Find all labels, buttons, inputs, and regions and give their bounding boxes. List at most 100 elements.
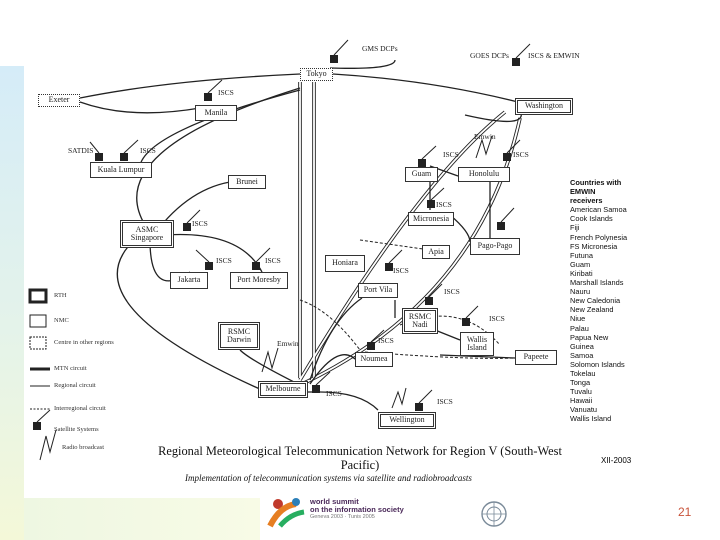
country-item: Vanuatu <box>570 405 597 415</box>
countries-heading-3: receivers <box>570 196 603 206</box>
node-wallis-line2: Island <box>467 343 487 352</box>
node-noumea-label: Noumea <box>360 354 388 364</box>
node-tokyo: Tokyo <box>300 68 333 81</box>
label-goes-dcps: GOES DCPs <box>470 51 509 60</box>
label-iscs-manila: ISCS <box>218 88 234 97</box>
node-jakarta: Jakarta <box>170 272 208 289</box>
countries-heading-1: Countries with <box>570 178 622 187</box>
country-item: Niue <box>570 314 586 324</box>
country-item: Marshall Islands <box>570 278 624 288</box>
legend-rth: RTH <box>54 292 67 299</box>
label-iscs-kl: ISCS <box>140 146 156 155</box>
node-wellington-label: Wellington <box>389 415 425 425</box>
node-melbourne: Melbourne <box>258 381 308 398</box>
country-item: Futuna <box>570 250 594 260</box>
node-kuala-lumpur: Kuala Lumpur <box>90 162 152 178</box>
wsis-line1: world summit <box>310 497 359 506</box>
node-pago-pago-label: Pago-Pago <box>477 241 513 251</box>
node-honolulu-label: Honolulu <box>468 169 500 179</box>
node-port-moresby: Port Moresby <box>230 272 288 289</box>
wsis-line2: on the information society <box>310 505 404 514</box>
emwin-countries-list: Countries with EMWIN receivers American … <box>570 178 648 440</box>
label-iscs-guam: ISCS <box>443 150 459 159</box>
node-rsmc-darwin-line1: RSMC <box>227 326 251 336</box>
label-gms-dcps: GMS DCPs <box>362 44 398 53</box>
node-apia: Apia <box>422 245 450 259</box>
node-pago-pago: Pago-Pago <box>470 238 520 255</box>
country-item: Samoa <box>570 350 594 360</box>
node-melbourne-label: Melbourne <box>265 384 301 394</box>
node-guam-label: Guam <box>411 169 432 179</box>
node-papeete: Papeete <box>515 350 557 365</box>
label-iscs-nadi: ISCS <box>489 314 505 323</box>
label-iscs-honolulu: ISCS <box>513 150 529 159</box>
label-iscs-wellington: ISCS <box>437 397 453 406</box>
legend-mtn: MTN circuit <box>54 365 87 372</box>
node-port-moresby-label: Port Moresby <box>237 275 281 285</box>
node-wellington: Wellington <box>378 412 436 429</box>
legend-centre-other: Centre in other regions <box>54 339 114 346</box>
country-item: Fiji <box>570 223 580 233</box>
legend-regional: Regional circuit <box>54 382 96 389</box>
node-washington: Washington <box>515 98 573 115</box>
label-iscs-honiara: ISCS <box>393 266 409 275</box>
node-guam: Guam <box>405 167 438 182</box>
country-item: New Zealand <box>570 305 614 315</box>
node-exeter: Exeter <box>38 94 80 107</box>
node-wallis-line1: Wallis <box>466 334 488 344</box>
node-kuala-lumpur-label: Kuala Lumpur <box>97 164 145 174</box>
label-iscs-pom: ISCS <box>265 256 281 265</box>
node-honolulu: Honolulu <box>458 167 510 182</box>
wsis-dates: Geneva 2003 · Tunis 2005 <box>310 514 375 520</box>
country-item: Kiribati <box>570 268 593 278</box>
legend-radio: Radio broadcast <box>62 444 105 451</box>
node-washington-label: Washington <box>524 101 564 111</box>
legend-satellite: Satellite Systems <box>54 426 99 433</box>
node-manila-label: Manila <box>204 107 228 117</box>
node-exeter-label: Exeter <box>48 95 70 105</box>
diagram-title: Regional Meteorological Telecommunicatio… <box>158 444 562 473</box>
node-noumea: Noumea <box>355 352 393 367</box>
wsis-text: world summit on the information society <box>310 498 404 514</box>
country-item: Tonga <box>570 378 591 388</box>
node-asmc-line2: Singapore <box>130 233 164 242</box>
node-papeete-label: Papeete <box>523 352 549 362</box>
node-honiara: Honiara <box>325 255 365 272</box>
label-iscs-portvila: ISCS <box>444 287 460 296</box>
country-item: American Samoa <box>570 205 627 215</box>
country-item: Nauru <box>570 287 591 297</box>
country-item: Guam <box>570 259 591 269</box>
label-emwin: Emwin <box>474 132 496 141</box>
label-iscs-emwin: ISCS & EMWIN <box>528 51 580 60</box>
country-item: Papua New <box>570 332 609 342</box>
node-micronesia: Micronesia <box>408 212 454 226</box>
node-asmc-line1: ASMC <box>135 224 159 234</box>
node-rsmc-darwin-line2: Darwin <box>227 335 251 344</box>
node-rsmc-nadi-line1: RSMC <box>408 311 432 321</box>
country-item: Tokelau <box>570 368 596 378</box>
slide-bottom-gradient <box>24 498 260 540</box>
node-tokyo-label: Tokyo <box>306 69 327 79</box>
label-iscs-singapore: ISCS <box>192 219 208 228</box>
un-emblem-icon <box>481 501 507 527</box>
node-brunei-label: Brunei <box>236 176 258 186</box>
country-item: Cook Islands <box>570 214 613 224</box>
label-iscs-jakarta: ISCS <box>216 256 232 265</box>
page-number: 21 <box>678 505 692 519</box>
country-item: FS Micronesia <box>570 241 618 251</box>
node-brunei: Brunei <box>228 175 266 189</box>
country-item: Solomon Islands <box>570 359 625 369</box>
country-item: Palau <box>570 323 589 333</box>
slide-left-gradient <box>0 66 24 540</box>
legend-nmc: NMC <box>54 317 69 324</box>
label-emwin-darwin: Emwin <box>277 339 299 348</box>
node-port-vila-label: Port Vila <box>363 285 393 295</box>
label-iscs-noumea: ISCS <box>378 336 394 345</box>
node-manila: Manila <box>195 105 237 121</box>
node-port-vila: Port Vila <box>358 283 398 298</box>
wsis-logo-icon <box>267 498 305 528</box>
